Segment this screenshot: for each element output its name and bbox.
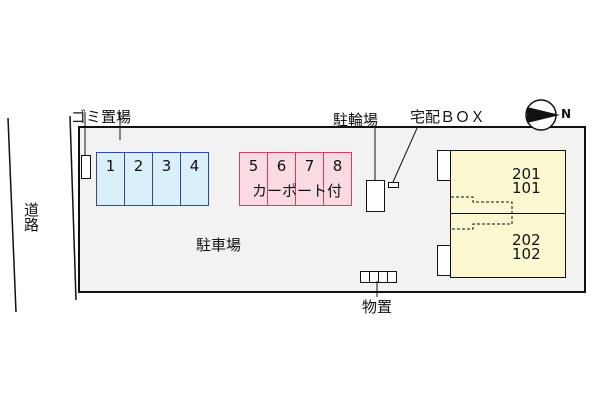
parking-label: 駐車場 [196, 236, 242, 254]
building-unit-north [450, 150, 566, 214]
unit-201: 201 [512, 165, 541, 183]
road-edge-line [69, 115, 77, 301]
road-label: 道路 [24, 201, 40, 234]
carport-label: カーポート付 [251, 182, 342, 200]
bicycle-parking [366, 180, 385, 212]
parking-space: 1 [96, 152, 125, 206]
carport-spaces: 5 6 7 8 [239, 152, 352, 206]
parking-space: 3 [152, 152, 181, 206]
carport-space: 8 [323, 152, 352, 206]
unit-labels-north: 201 101 [512, 165, 541, 197]
north-label: N [561, 107, 572, 121]
north-compass-icon [525, 99, 560, 131]
garbage-label: ゴミ置場 [71, 108, 132, 126]
parking-spaces: 1 2 3 4 [96, 152, 209, 206]
road-edge-line [7, 117, 17, 313]
unit-102: 102 [512, 245, 541, 263]
unit-202: 202 [512, 231, 541, 249]
unit-101: 101 [512, 179, 541, 197]
delivery-box-label: 宅配ＢＯＸ [410, 108, 486, 126]
delivery-box [388, 182, 399, 188]
unit-labels-south: 202 102 [512, 231, 541, 263]
storage-label: 物置 [362, 298, 393, 316]
bicycle-label: 駐輪場 [333, 111, 379, 129]
parking-space: 4 [180, 152, 209, 206]
carport-space: 7 [295, 152, 324, 206]
storage-shed [360, 271, 397, 283]
garbage-box [81, 155, 91, 179]
